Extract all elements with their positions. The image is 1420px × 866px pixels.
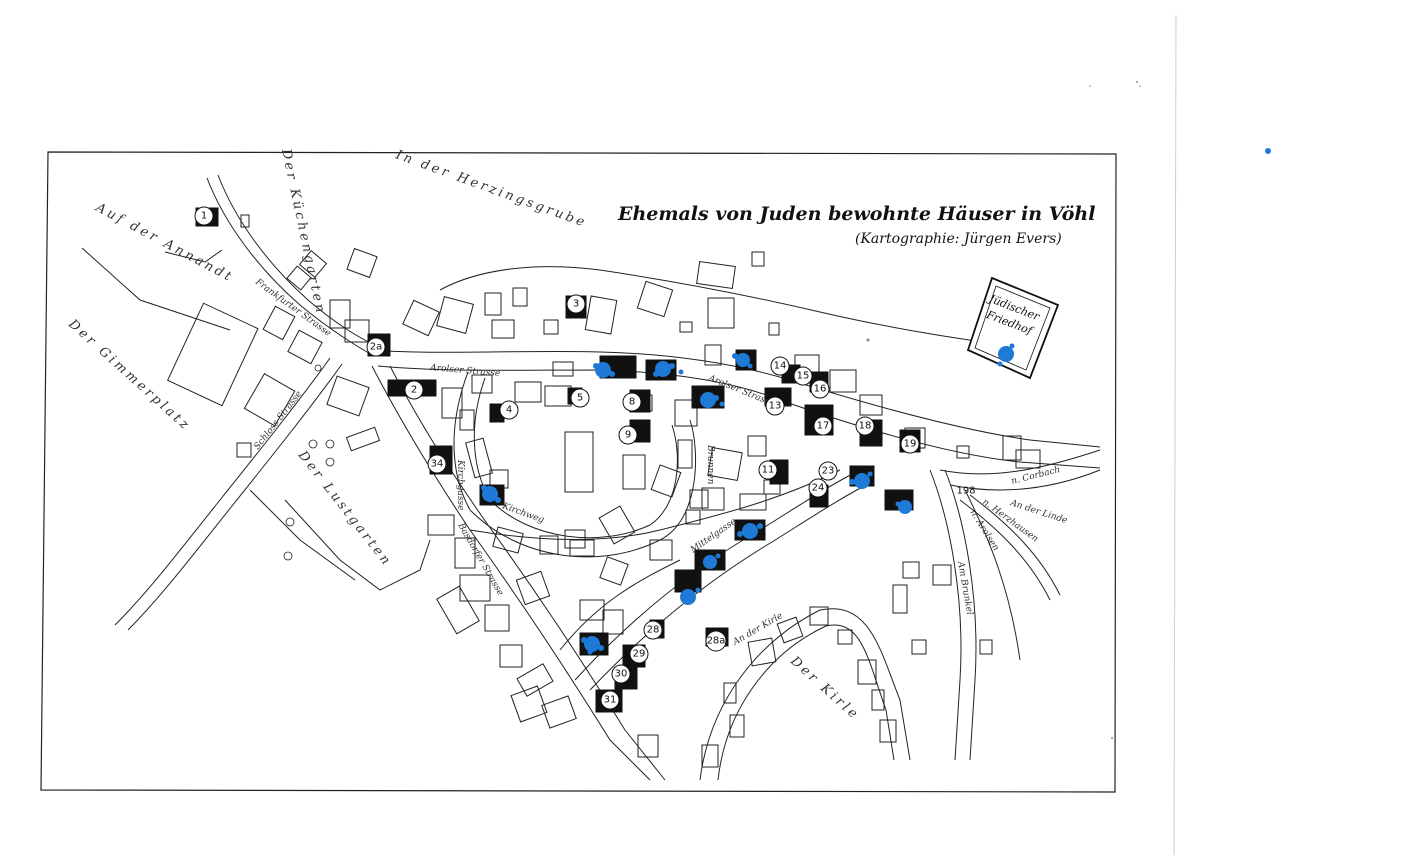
house-number-28: 28 [647, 625, 660, 636]
tree-symbols [283, 364, 335, 561]
house-number-13: 13 [769, 401, 782, 412]
street-label-brunnen: Brunnen [705, 444, 715, 485]
blue-marker-6 [593, 362, 615, 378]
house-number-4: 4 [506, 405, 512, 416]
house-marker-8: 8 [622, 392, 642, 412]
blue-marker-cemetery [997, 343, 1015, 367]
house-marker-3: 3 [566, 294, 586, 314]
house-marker-1: 1 [194, 206, 214, 226]
house-marker-5: 5 [570, 388, 590, 408]
blue-marker-21 [895, 500, 912, 514]
blue-marker-27 [680, 587, 701, 605]
scan-edge-line [1173, 14, 1177, 856]
street-label-schloss: Schloss Strasse [252, 389, 304, 451]
house-marker-19: 19 [900, 434, 920, 454]
house-number-31: 31 [604, 695, 617, 706]
house-number-18: 18 [859, 421, 872, 432]
house-number-17: 17 [817, 421, 830, 432]
street-label-arolser-west: Arolser Strasse [429, 363, 501, 379]
house-marker-17: 17 [813, 416, 833, 436]
house-number-29: 29 [633, 649, 646, 660]
house-marker-9: 9 [618, 425, 638, 445]
map-title: Ehemals von Juden bewohnte Häuser in Vöh… [617, 203, 1095, 225]
house-number-19: 19 [904, 439, 917, 450]
house-marker-34: 34 [427, 454, 447, 474]
house-number-198: 198 [956, 486, 975, 497]
house-marker-24: 24 [808, 478, 828, 498]
house-marker-2: 2 [404, 380, 424, 400]
blue-marker-33 [481, 485, 501, 503]
house-number-34: 34 [431, 459, 444, 470]
house-number-2: 2 [411, 385, 417, 396]
house-marker-15: 15 [793, 366, 813, 386]
area-label-herzingsgrube: In der Herzingsgrube [393, 147, 589, 231]
blue-annotation-markers [481, 343, 1015, 655]
blue-marker-7 [653, 361, 684, 377]
house-marker-29: 29 [629, 644, 649, 664]
house-marker-23: 23 [818, 461, 838, 481]
house-number-9: 9 [625, 430, 631, 441]
house-number-8: 8 [629, 397, 635, 408]
blue-marker-32 [581, 636, 604, 655]
scan-specks [866, 81, 1141, 739]
buildings-outline [166, 214, 1041, 768]
house-marker-28a: 28a [705, 630, 727, 652]
map-frame [40, 151, 1117, 793]
street-label-an-der-kirle: An der Kirle [731, 611, 785, 648]
house-marker-28: 28 [643, 620, 663, 640]
blue-marker-20 [849, 471, 873, 489]
house-marker-30: 30 [611, 664, 631, 684]
stray-marker-dot [1265, 148, 1271, 154]
area-label-kirle: Der Kirle [787, 653, 863, 723]
house-number-24: 24 [812, 483, 825, 494]
area-label-lustgarten: Der Lustgarten [294, 447, 394, 570]
blue-marker-25 [737, 523, 763, 539]
house-number-23: 23 [822, 466, 835, 477]
house-marker-11: 11 [758, 460, 778, 480]
house-marker-4: 4 [499, 400, 519, 420]
house-number-2a: 2a [370, 342, 383, 353]
road-network [81, 174, 1101, 781]
house-number-11: 11 [762, 465, 775, 476]
house-marker-31: 31 [600, 690, 620, 710]
street-label-kirchgasse: Kirchgasse [455, 459, 465, 510]
house-marker-14: 14 [770, 356, 790, 376]
blue-marker-26 [703, 553, 721, 569]
house-marker-16: 16 [810, 379, 830, 399]
house-number-markers: 1 2a 2 3 4 5 8 9 11 13 14 15 16 17 18 19… [194, 206, 976, 710]
jewish-cemetery: Jüdischer Friedhof [966, 276, 1060, 380]
house-number-1: 1 [201, 211, 207, 222]
map-credit: (Kartographie: Jürgen Evers) [855, 231, 1062, 247]
house-number-30: 30 [615, 669, 628, 680]
house-number-16: 16 [814, 384, 827, 395]
house-number-5: 5 [577, 393, 583, 404]
house-number-3: 3 [573, 299, 579, 310]
house-number-15: 15 [797, 371, 810, 382]
house-marker-18: 18 [855, 416, 875, 436]
house-number-28a: 28a [707, 636, 726, 647]
house-marker-13: 13 [765, 396, 785, 416]
blue-marker-10 [700, 392, 725, 408]
blue-marker-12 [732, 353, 753, 369]
area-label-gimmerplatz: Der Gimmerplatz [65, 316, 194, 434]
house-marker-2a: 2a [366, 337, 386, 357]
house-number-14: 14 [774, 361, 787, 372]
